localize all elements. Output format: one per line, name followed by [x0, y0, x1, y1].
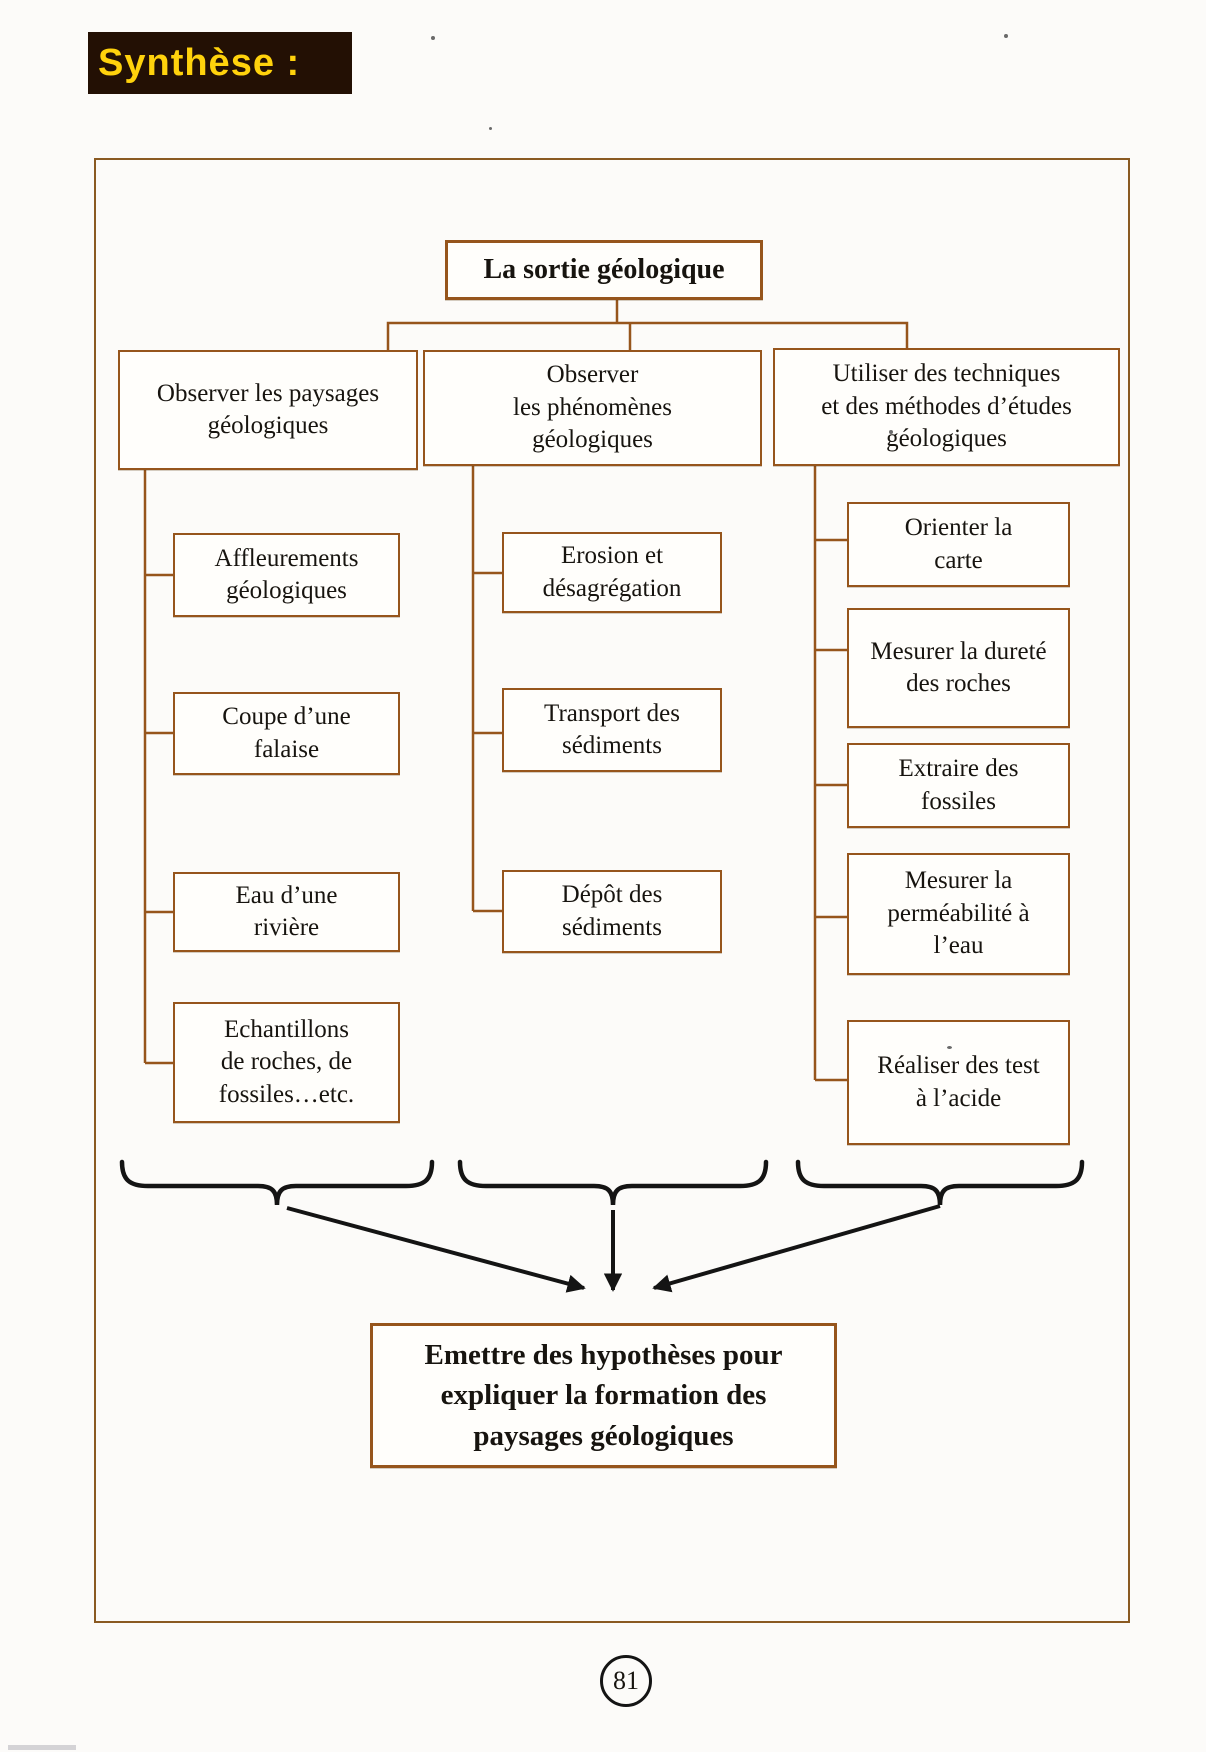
node-transport: Transport des sédiments	[502, 688, 722, 772]
scan-speck	[1004, 34, 1008, 38]
column-header-paysages: Observer les paysages géologiques	[118, 350, 418, 470]
page-number-badge: 81	[600, 1655, 652, 1707]
scan-speck	[489, 127, 492, 130]
scan-artifact-strip	[8, 1745, 76, 1750]
column-header-phenomenes: Observer les phénomènes géologiques	[423, 350, 762, 466]
node-mesurer-durete: Mesurer la dureté des roches	[847, 608, 1070, 728]
column-header-techniques: Utiliser des techniques et des méthodes …	[773, 348, 1120, 466]
conclusion-node: Emettre des hypothèses pour expliquer la…	[370, 1323, 837, 1468]
root-node: La sortie géologique	[445, 240, 763, 300]
diagram-frame	[94, 158, 1130, 1623]
synthese-heading: Synthèse :	[88, 32, 352, 94]
node-echantillons: Echantillons de roches, de fossiles…etc.	[173, 1002, 400, 1123]
scan-speck	[431, 36, 435, 40]
node-realiser-test-acide: Réaliser des test à l’acide	[847, 1020, 1070, 1145]
scan-speck	[889, 430, 893, 434]
scan-speck	[947, 1046, 952, 1049]
node-mesurer-permeabilite: Mesurer la perméabilité à l’eau	[847, 853, 1070, 975]
node-orienter-carte: Orienter la carte	[847, 502, 1070, 587]
node-extraire-fossiles: Extraire des fossiles	[847, 743, 1070, 828]
node-erosion: Erosion et désagrégation	[502, 532, 722, 613]
node-coupe-falaise: Coupe d’une falaise	[173, 692, 400, 775]
node-depot: Dépôt des sédiments	[502, 870, 722, 953]
node-affleurements: Affleurements géologiques	[173, 533, 400, 617]
node-eau-riviere: Eau d’une rivière	[173, 872, 400, 952]
